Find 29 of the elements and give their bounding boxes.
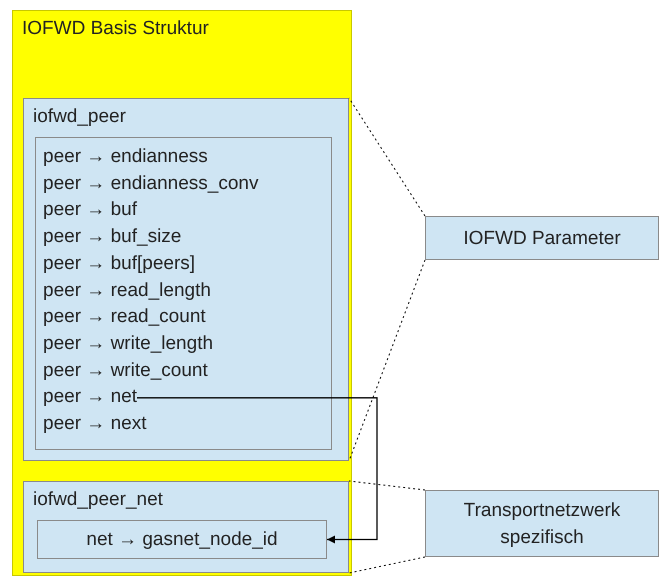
note-box bbox=[425, 216, 659, 260]
field-text: peer → write_length bbox=[43, 332, 214, 357]
field-text: peer → read_length bbox=[43, 278, 211, 304]
field-text: peer → buf[peers] bbox=[43, 252, 196, 277]
field-box bbox=[37, 520, 327, 559]
field-text: peer → buf bbox=[43, 198, 137, 224]
box-label: iofwd_peer bbox=[33, 105, 126, 129]
connector-arrow bbox=[137, 397, 378, 544]
box-label: IOFWD Basis Struktur bbox=[22, 17, 209, 41]
box-label: iofwd_peer_net bbox=[33, 488, 163, 512]
field-text: peer → endianness bbox=[43, 145, 208, 170]
leader-line bbox=[348, 556, 426, 574]
box-label: Transportnetzwerk spezifisch bbox=[462, 498, 622, 550]
field-text: peer → read_count bbox=[43, 305, 206, 330]
note-box bbox=[425, 490, 659, 557]
field-text: peer → buf_size bbox=[43, 225, 182, 250]
group-box bbox=[23, 98, 349, 461]
field-list-box bbox=[35, 137, 332, 450]
field-text: peer → write_count bbox=[43, 358, 208, 384]
field-text: peer → endianness_conv bbox=[43, 172, 258, 197]
container-box bbox=[12, 10, 352, 576]
leader-line bbox=[348, 480, 426, 490]
field-text: peer → next bbox=[43, 412, 146, 437]
box-label: IOFWD Parameter bbox=[463, 226, 621, 250]
group-box bbox=[23, 481, 349, 573]
leader-line bbox=[348, 260, 426, 462]
leader-line bbox=[348, 98, 426, 216]
field-text: peer → net bbox=[43, 385, 137, 410]
box-label: net → gasnet_node_id bbox=[86, 528, 278, 552]
